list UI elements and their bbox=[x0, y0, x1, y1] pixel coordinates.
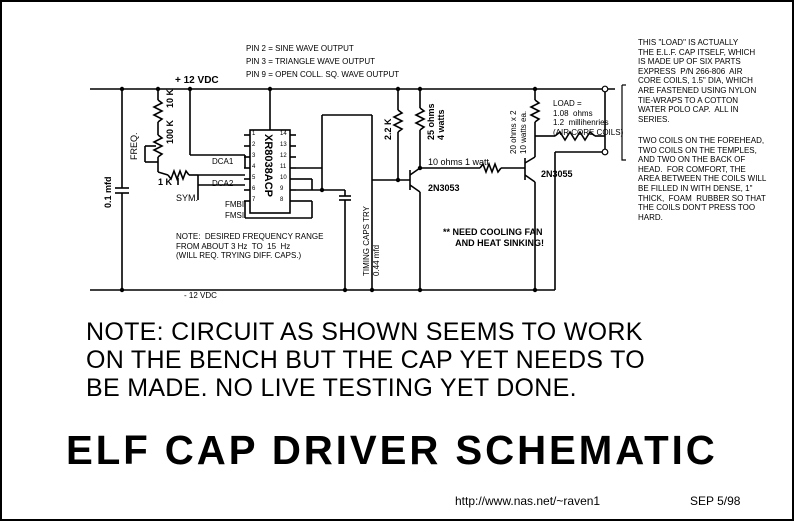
footer-date: SEP 5/98 bbox=[690, 494, 741, 508]
res-20ohm-label: 20 ohms x 2 bbox=[509, 110, 518, 154]
load-spec: LOAD = 1.08 ohms 1.2 millihenries (AIR C… bbox=[553, 99, 624, 137]
freq-range-note: NOTE: DESIRED FREQUENCY RANGE FROM ABOUT… bbox=[176, 232, 324, 261]
ic-body bbox=[249, 129, 291, 214]
sym-label: SYM. bbox=[176, 193, 199, 203]
res-10k-label: 10 K bbox=[165, 88, 175, 108]
ic-pin-number: 6 bbox=[252, 186, 256, 192]
ic-pin-number: 7 bbox=[252, 197, 256, 203]
res-25ohm-watt-label: 4 watts bbox=[436, 109, 446, 140]
res-25ohm-label: 25 ohms bbox=[426, 103, 436, 140]
pot-1k-label: 1 K bbox=[158, 177, 173, 187]
ic-pin-number: 1 bbox=[252, 131, 256, 137]
schematic-title: ELF CAP DRIVER SCHEMATIC bbox=[66, 427, 718, 473]
res-20ohm-watt-label: 10 watts ea. bbox=[519, 110, 528, 154]
timing-value-label: 0.44 mfd bbox=[372, 244, 381, 276]
ic-pin-number: 4 bbox=[252, 164, 256, 170]
big-note-line-3: BE MADE. NO LIVE TESTING YET DONE. bbox=[86, 374, 577, 402]
timing-caps-label: TIMING CAPS TRY bbox=[362, 206, 371, 276]
pin-9-label: PIN 9 = OPEN COLL. SQ. WAVE OUTPUT bbox=[246, 70, 400, 79]
footer-url: http://www.nas.net/~raven1 bbox=[455, 494, 601, 508]
big-note-line-1: NOTE: CIRCUIT AS SHOWN SEEMS TO WORK bbox=[86, 318, 643, 346]
positive-supply-label: + 12 VDC bbox=[175, 75, 219, 86]
fmbi-label: FMBI bbox=[225, 200, 245, 209]
big-note-line-2: ON THE BENCH BUT THE CAP YET NEEDS TO bbox=[86, 346, 645, 374]
ic-pin-number: 13 bbox=[280, 142, 287, 148]
load-description: THIS "LOAD" IS ACTUALLY THE E.L.F. CAP I… bbox=[638, 38, 757, 124]
res-22k-label: 2.2 K bbox=[383, 118, 393, 140]
res-10ohm-label: 10 ohms 1 watt bbox=[428, 157, 490, 167]
ic-pin-number: 10 bbox=[280, 175, 287, 181]
load-terminal-bottom bbox=[601, 148, 609, 156]
cap-01-label: 0.1 mfd bbox=[103, 176, 113, 208]
q2-label: 2N3055 bbox=[541, 169, 573, 179]
coils-description: TWO COILS ON THE FOREHEAD, TWO COILS ON … bbox=[638, 136, 767, 222]
ic-label: XR8038ACP bbox=[262, 134, 274, 197]
negative-supply-label: - 12 VDC bbox=[184, 291, 217, 300]
ic-pin-number: 3 bbox=[252, 153, 256, 159]
ic-pin-number: 12 bbox=[280, 153, 287, 159]
ic-pin-number: 9 bbox=[280, 186, 284, 192]
ic-pin-number: 14 bbox=[280, 131, 287, 137]
pin-2-label: PIN 2 = SINE WAVE OUTPUT bbox=[246, 44, 354, 53]
freq-label: FREQ. bbox=[129, 132, 139, 160]
load-terminal-top bbox=[601, 85, 609, 93]
ic-pin-number: 5 bbox=[252, 175, 256, 181]
q1-label: 2N3053 bbox=[428, 183, 460, 193]
ic-pin-number: 11 bbox=[280, 164, 287, 170]
pot-100k-label: 100 K bbox=[165, 119, 175, 144]
cooling-note: ** NEED COOLING FAN AND HEAT SINKING! bbox=[443, 227, 544, 248]
pin-3-label: PIN 3 = TRIANGLE WAVE OUTPUT bbox=[246, 57, 375, 66]
dca2-label: DCA2 bbox=[212, 179, 234, 188]
dca1-label: DCA1 bbox=[212, 157, 234, 166]
ic-pin-number: 8 bbox=[280, 197, 284, 203]
ic-pin-number: 2 bbox=[252, 142, 256, 148]
fmsi-label: FMSI bbox=[225, 211, 245, 220]
